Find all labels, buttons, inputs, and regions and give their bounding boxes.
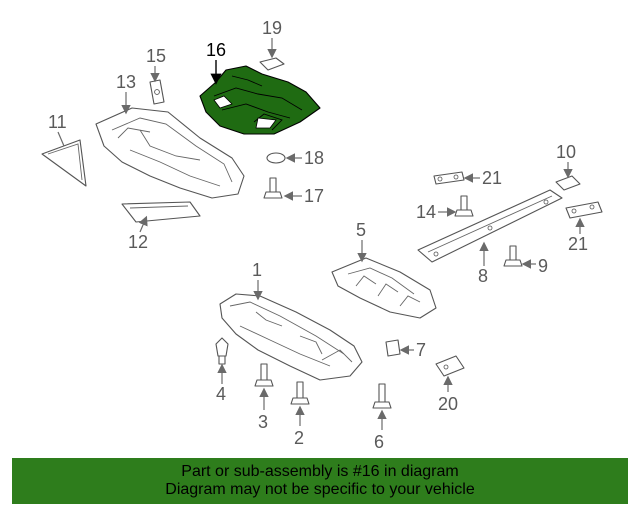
part-3-shape: [254, 363, 274, 387]
part-16-shape: [199, 65, 321, 135]
callout-11: 11: [48, 112, 67, 147]
part-12-shape: [121, 201, 201, 223]
callout-2: 2: [294, 405, 305, 448]
callout-16: 16: [206, 40, 226, 85]
part-10-shape: [555, 175, 581, 191]
callout-13: 13: [116, 72, 136, 115]
part-8-shape: [417, 189, 563, 263]
callout-19: 19: [262, 18, 282, 59]
callout-8-label: 8: [478, 266, 488, 286]
part-21a-shape: [433, 171, 465, 185]
part-17-shape: [263, 177, 283, 199]
callout-17: 17: [283, 186, 324, 206]
part-15-shape: [149, 79, 165, 105]
callout-12: 12: [128, 215, 148, 252]
part-18-shape: [266, 152, 286, 164]
callout-2-label: 2: [294, 428, 304, 448]
callout-12-label: 12: [128, 232, 148, 252]
callout-3: 3: [258, 387, 269, 432]
callout-4: 4: [216, 363, 227, 404]
callout-13-label: 13: [116, 72, 136, 92]
callout-20-label: 20: [438, 394, 458, 414]
banner-line-2: Diagram may not be specific to your vehi…: [165, 481, 475, 498]
info-banner: Part or sub-assembly is #16 in diagram D…: [12, 458, 628, 504]
part-11-shape: [41, 139, 87, 187]
callout-21b-label: 21: [568, 234, 588, 254]
part-9-shape: [503, 245, 523, 267]
callout-3-label: 3: [258, 412, 268, 432]
callout-4-label: 4: [216, 384, 226, 404]
callout-1-label: 1: [252, 260, 262, 280]
callout-15-label: 15: [146, 46, 166, 66]
callout-1: 1: [252, 260, 263, 301]
banner-line-1: Part or sub-assembly is #16 in diagram: [181, 463, 459, 480]
callout-10: 10: [556, 142, 576, 179]
callout-8: 8: [478, 241, 489, 286]
callout-16-label: 16: [206, 40, 226, 60]
part-7-shape: [385, 339, 401, 357]
part-20-shape: [435, 355, 465, 377]
callout-17-label: 17: [304, 186, 324, 206]
callout-6-label: 6: [374, 432, 384, 452]
part-19-shape: [259, 57, 285, 71]
callout-18: 18: [285, 148, 324, 168]
callout-18-label: 18: [304, 148, 324, 168]
part-1-shape: [219, 293, 363, 381]
callout-21b: 21: [568, 217, 588, 254]
part-14-shape: [454, 195, 474, 217]
callout-14: 14: [416, 202, 457, 222]
callout-21a-label: 21: [482, 168, 502, 188]
callout-5-label: 5: [356, 220, 366, 240]
callout-21a: 21: [463, 168, 502, 188]
callout-5: 5: [356, 220, 367, 263]
callout-7: 7: [399, 340, 426, 360]
part-4-shape: [215, 337, 229, 365]
part-13-shape: [95, 107, 245, 199]
callout-14-label: 14: [416, 202, 436, 222]
callout-20: 20: [438, 375, 458, 414]
callout-10-label: 10: [556, 142, 576, 162]
callout-6: 6: [374, 409, 387, 452]
callout-7-label: 7: [416, 340, 426, 360]
part-2-shape: [290, 381, 310, 405]
part-6-shape: [372, 383, 392, 409]
callout-19-label: 19: [262, 18, 282, 38]
callout-11-label: 11: [48, 112, 67, 132]
callout-9: 9: [521, 256, 548, 276]
part-5-shape: [331, 257, 437, 319]
callout-15: 15: [146, 46, 166, 83]
part-21b-shape: [565, 201, 603, 219]
callout-9-label: 9: [538, 256, 548, 276]
